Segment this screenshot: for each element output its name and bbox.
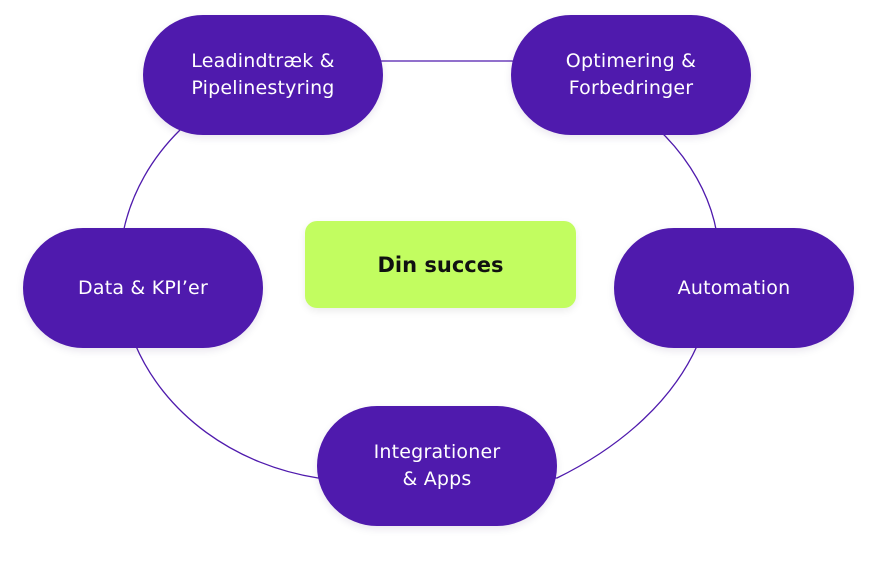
node-automation: Automation	[614, 228, 854, 348]
node-lead: Leadindtræk & Pipelinestyring	[143, 15, 383, 135]
node-data: Data & KPI’er	[23, 228, 263, 348]
center-goal-label: Din succes	[377, 252, 504, 277]
node-automation-label: Automation	[677, 276, 791, 299]
node-integrationer: Integrationer & Apps	[317, 406, 557, 526]
node-optimering: Optimering & Forbedringer	[511, 15, 751, 135]
node-integrationer-label: Integrationer & Apps	[373, 441, 501, 490]
center-goal-box: Din succes	[305, 221, 576, 308]
node-data-label: Data & KPI’er	[78, 276, 208, 299]
node-lead-label: Leadindtræk & Pipelinestyring	[191, 50, 335, 99]
node-optimering-label: Optimering & Forbedringer	[565, 50, 697, 99]
